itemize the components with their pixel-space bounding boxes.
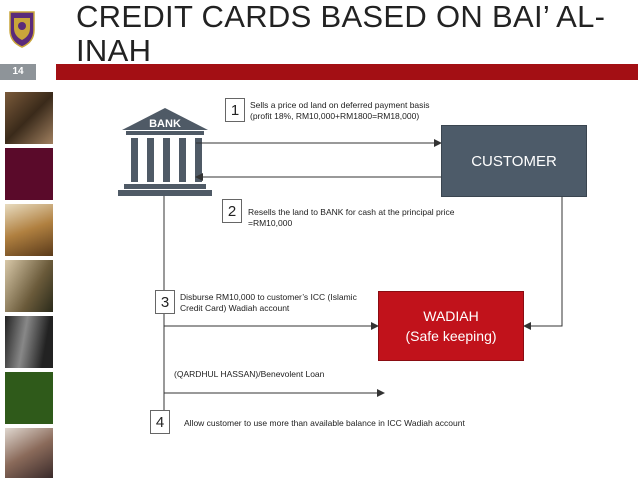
step-2-number: 2 <box>222 199 242 223</box>
step-4-number: 4 <box>150 410 170 434</box>
step-3-number: 3 <box>155 290 175 314</box>
wadiah-node: WADIAH (Safe keeping) <box>378 291 524 361</box>
step-1-number: 1 <box>225 98 245 122</box>
step-2-text: Resells the land to BANK for cash at the… <box>248 207 480 228</box>
arrow-customer-wadiah <box>524 197 562 326</box>
wadiah-subtitle: (Safe keeping) <box>405 326 496 346</box>
step-1-text: Sells a price od land on deferred paymen… <box>250 100 432 121</box>
wadiah-title: WADIAH <box>423 306 478 326</box>
customer-node: CUSTOMER <box>441 125 587 197</box>
step-3-text: Disburse RM10,000 to customer’s ICC (Isl… <box>180 292 360 313</box>
customer-label: CUSTOMER <box>471 153 557 170</box>
bank-label: BANK <box>138 118 192 130</box>
step-4-text: Allow customer to use more than availabl… <box>184 418 474 429</box>
loan-label: (QARDHUL HASSAN)/Benevolent Loan <box>174 369 384 380</box>
